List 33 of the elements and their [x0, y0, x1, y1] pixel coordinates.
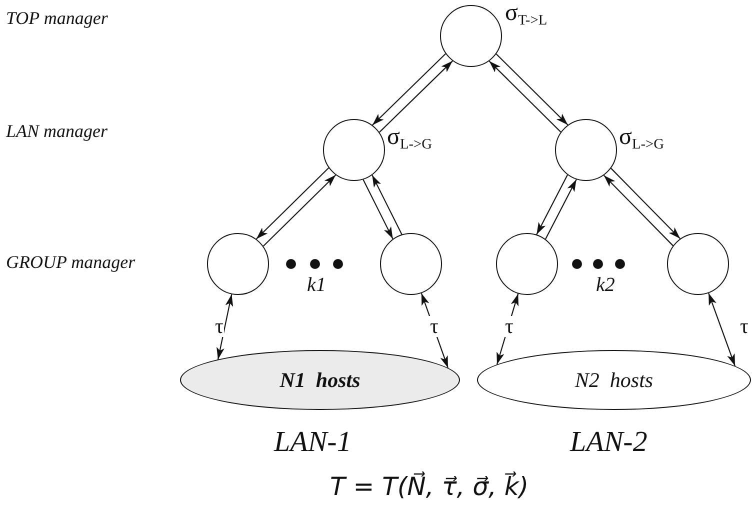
arrow — [610, 168, 681, 240]
arrow — [708, 292, 736, 366]
policy-label: σ$_{T->L}$ — [505, 0, 548, 30]
formula: T = T(N⃗, τ⃗, σ⃗, k⃗) — [330, 472, 529, 501]
arrow — [256, 167, 330, 240]
manager-circle — [440, 5, 502, 67]
lan-name: LAN-2 — [570, 426, 648, 459]
group-count: k2 — [596, 274, 615, 297]
arrow — [262, 174, 336, 247]
arrow — [603, 174, 674, 246]
manager-circle — [323, 119, 385, 181]
edge-label: τ — [429, 316, 440, 337]
node-label: N1 hosts — [280, 368, 360, 392]
node-label: N2 hosts — [574, 368, 654, 392]
lan-name: LAN-1 — [274, 426, 352, 459]
arrow — [488, 60, 562, 132]
level-label: TOP manager — [6, 8, 108, 29]
policy-label: σ$_{L->G}$ — [619, 124, 664, 154]
policy-label: σ$_{L->G}$ — [387, 124, 432, 154]
arrow — [379, 60, 453, 133]
edge-label: τ — [504, 316, 514, 337]
arrow — [536, 174, 568, 235]
arrow — [216, 294, 234, 360]
manager-circle — [555, 119, 617, 181]
arrow — [545, 179, 577, 240]
level-label: GROUP manager — [6, 252, 136, 273]
arrow — [372, 53, 446, 126]
arrow — [362, 179, 394, 240]
level-label: LAN manager — [6, 121, 108, 142]
arrow — [496, 54, 568, 126]
arrow — [372, 174, 402, 235]
group-count: k1 — [307, 274, 326, 297]
arrow — [496, 294, 519, 365]
